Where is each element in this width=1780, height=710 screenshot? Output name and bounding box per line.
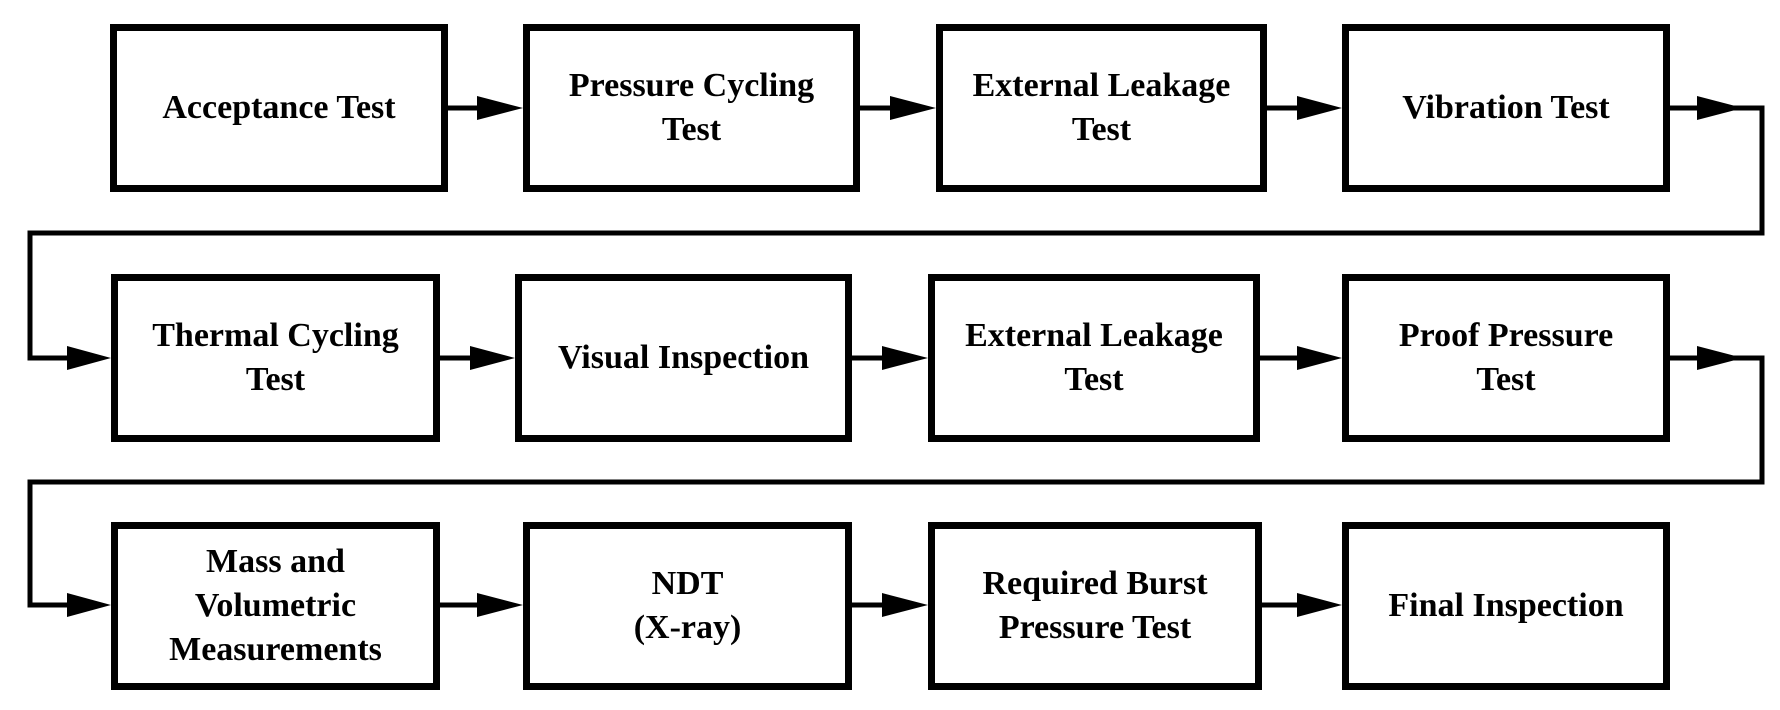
- box-label: Proof Pressure Test: [1398, 316, 1614, 398]
- external-leakage-test-box-2: External Leakage Test: [928, 274, 1260, 442]
- arrowhead: [477, 593, 523, 617]
- acceptance-test-box: Acceptance Test: [110, 24, 448, 192]
- box-label: Acceptance Test: [162, 88, 396, 126]
- box-label: Visual Inspection: [558, 338, 809, 376]
- box-label: NDT (X-ray): [633, 564, 742, 646]
- arrowhead: [882, 346, 928, 370]
- box-label: External Leakage Test: [972, 66, 1231, 148]
- required-burst-pressure-test-box: Required Burst Pressure Test: [928, 522, 1262, 690]
- mass-and-volumetric-measurements-box: Mass and Volumetric Measurements: [111, 522, 440, 690]
- vibration-test-box: Vibration Test: [1342, 24, 1670, 192]
- arrowhead: [477, 96, 523, 120]
- thermal-cycling-test-box: Thermal Cycling Test: [111, 274, 440, 442]
- box-label: External Leakage Test: [965, 316, 1223, 398]
- arrowhead: [882, 593, 928, 617]
- box-label: Mass and Volumetric Measurements: [169, 542, 382, 669]
- arrowhead: [1297, 346, 1342, 370]
- ndt-xray-box: NDT (X-ray): [523, 522, 852, 690]
- arrowhead: [1297, 593, 1342, 617]
- arrowhead: [67, 593, 111, 617]
- pressure-cycling-test-box: Pressure Cycling Test: [523, 24, 860, 192]
- proof-pressure-test-box: Proof Pressure Test: [1342, 274, 1670, 442]
- arrowhead: [1297, 96, 1342, 120]
- box-label: Vibration Test: [1402, 88, 1610, 126]
- box-label: Pressure Cycling Test: [568, 66, 815, 148]
- wrap-connector-row2-row3: [27, 355, 1765, 608]
- box-label: Final Inspection: [1388, 586, 1624, 624]
- arrowhead: [470, 346, 515, 370]
- arrowhead: [67, 346, 111, 370]
- final-inspection-box: Final Inspection: [1342, 522, 1670, 690]
- wrap-connector-row1-row2: [27, 105, 1765, 361]
- box-label: Required Burst Pressure Test: [982, 564, 1208, 646]
- box-label: Thermal Cycling Test: [152, 316, 399, 398]
- external-leakage-test-box-1: External Leakage Test: [936, 24, 1267, 192]
- arrowhead: [890, 96, 936, 120]
- visual-inspection-box: Visual Inspection: [515, 274, 852, 442]
